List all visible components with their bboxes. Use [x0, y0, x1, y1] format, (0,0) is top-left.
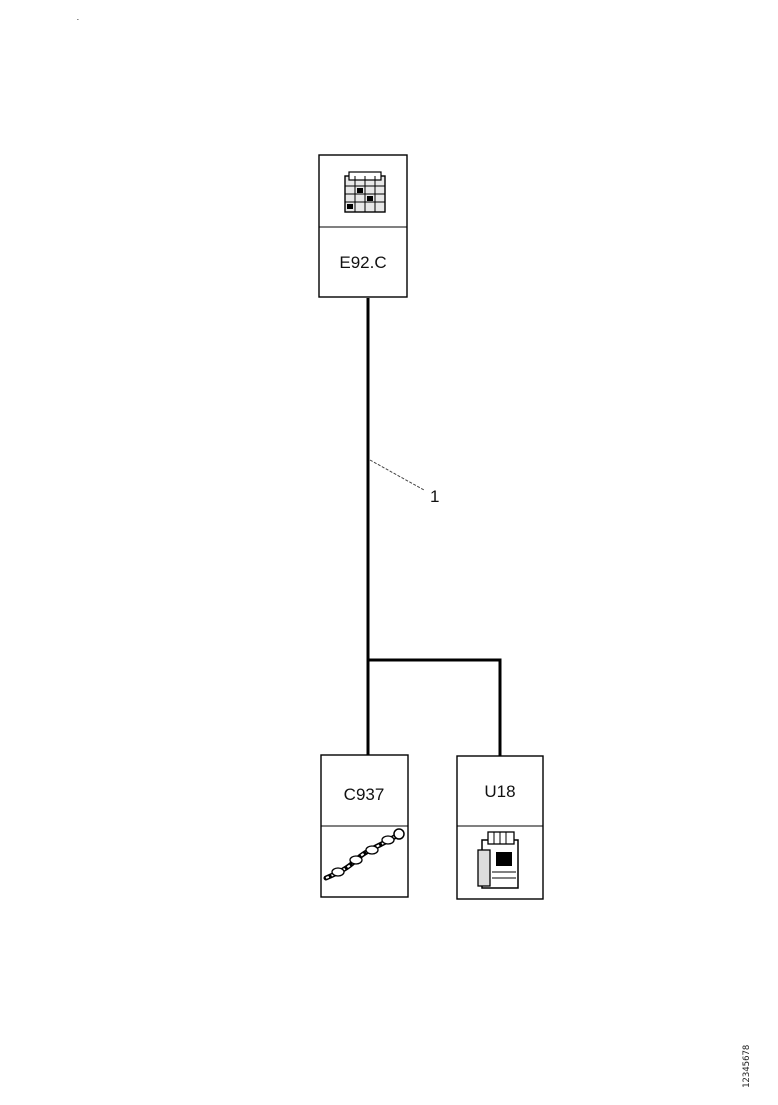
component-label-c937: C937	[344, 785, 385, 804]
wire-group	[366, 298, 502, 756]
component-c937[interactable]: C937	[320, 754, 409, 898]
reference-code: 12345678	[742, 1044, 752, 1088]
harness-connector-icon	[323, 828, 405, 881]
component-label-e92c: E92.C	[339, 253, 386, 272]
corner-mark: -	[76, 16, 80, 23]
callout-label: 1	[430, 487, 439, 506]
component-u18[interactable]: U18	[456, 755, 544, 900]
callout-leader	[369, 459, 425, 491]
electronic-unit-icon	[477, 831, 519, 889]
component-e92c[interactable]: E92.C	[318, 154, 408, 298]
component-label-u18: U18	[484, 782, 515, 801]
branch-wire-u18	[368, 658, 502, 756]
control-module-icon	[344, 171, 386, 213]
